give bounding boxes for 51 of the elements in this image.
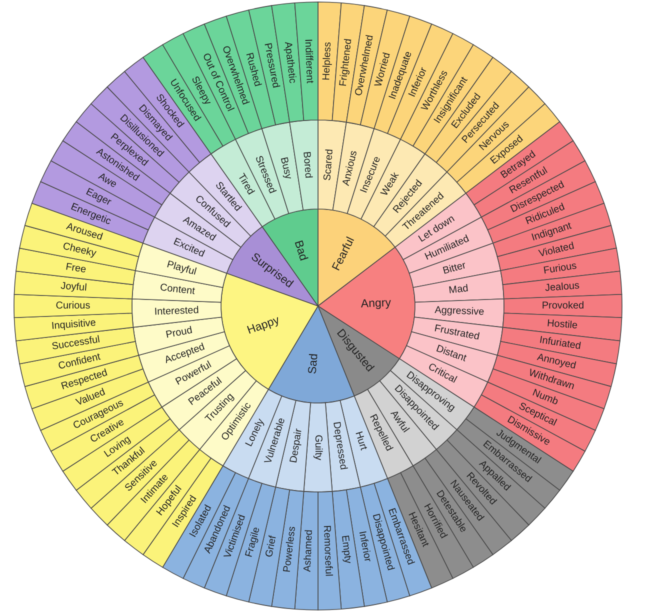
emotion-label: Interested — [154, 305, 200, 318]
emotion-label: Aroused — [65, 221, 104, 243]
emotion-label: Anxious — [340, 150, 360, 187]
emotion-label: Scared — [322, 148, 336, 182]
emotion-label: Happy — [246, 314, 282, 337]
emotion-label: Grief — [264, 534, 279, 558]
emotion-label: Apathetic — [282, 41, 298, 84]
emotion-label: Proud — [164, 325, 194, 341]
emotion-label: Frightened — [338, 38, 354, 87]
emotion-label: Sad — [306, 353, 320, 374]
emotion-label: Bitter — [442, 260, 468, 277]
emotion-label: Confident — [57, 352, 102, 372]
emotion-label: Curious — [56, 300, 90, 312]
emotion-label: Pressured — [262, 42, 282, 89]
emotion-label: Furious — [542, 260, 578, 277]
emotion-label: Ashamed — [302, 530, 315, 572]
emotion-label: Inquisitive — [51, 318, 96, 332]
emotion-label: Successful — [51, 334, 101, 353]
emotion-label: Frustrated — [434, 323, 480, 343]
emotion-label: Aggressive — [434, 304, 484, 318]
emotion-label: Mad — [448, 283, 469, 296]
emotion-label: Busy — [278, 156, 294, 180]
emotion-label: Powerless — [282, 526, 298, 573]
emotion-label: Worried — [373, 52, 393, 88]
emotion-label: Violated — [538, 240, 576, 260]
emotion-label: Hurt — [352, 430, 369, 452]
emotion-label: Cheeky — [62, 240, 98, 260]
emotion-label: Inferior — [356, 530, 373, 563]
emotion-label: Indifferent — [302, 38, 315, 84]
emotion-label: Despair — [288, 428, 304, 464]
emotion-label: Guilty — [312, 434, 324, 460]
emotion-label: Depressed — [330, 421, 349, 471]
emotion-label: Provoked — [542, 300, 584, 312]
emotion-label: Eager — [84, 186, 113, 208]
emotion-label: Jealous — [544, 280, 580, 294]
emotion-label: Helpless — [321, 42, 334, 81]
emotion-label: Empty — [339, 534, 354, 564]
emotion-label: Playful — [166, 259, 198, 278]
emotion-label: Bad — [292, 239, 310, 262]
emotion-label: Fragile — [244, 526, 262, 558]
emotion-label: Content — [159, 282, 196, 298]
emotion-label: Infuriated — [538, 334, 582, 352]
emotion-label: Bored — [300, 151, 314, 179]
emotion-label: Remorseful — [320, 525, 334, 577]
emotion-label: Hostile — [546, 318, 578, 332]
emotion-label: Free — [64, 262, 87, 276]
emotion-label: Annoyed — [536, 352, 578, 372]
emotion-label: Distant — [434, 343, 468, 364]
emotion-label: Numb — [530, 388, 560, 408]
emotion-label: Joyful — [60, 280, 88, 294]
emotion-label: Angry — [360, 297, 392, 310]
